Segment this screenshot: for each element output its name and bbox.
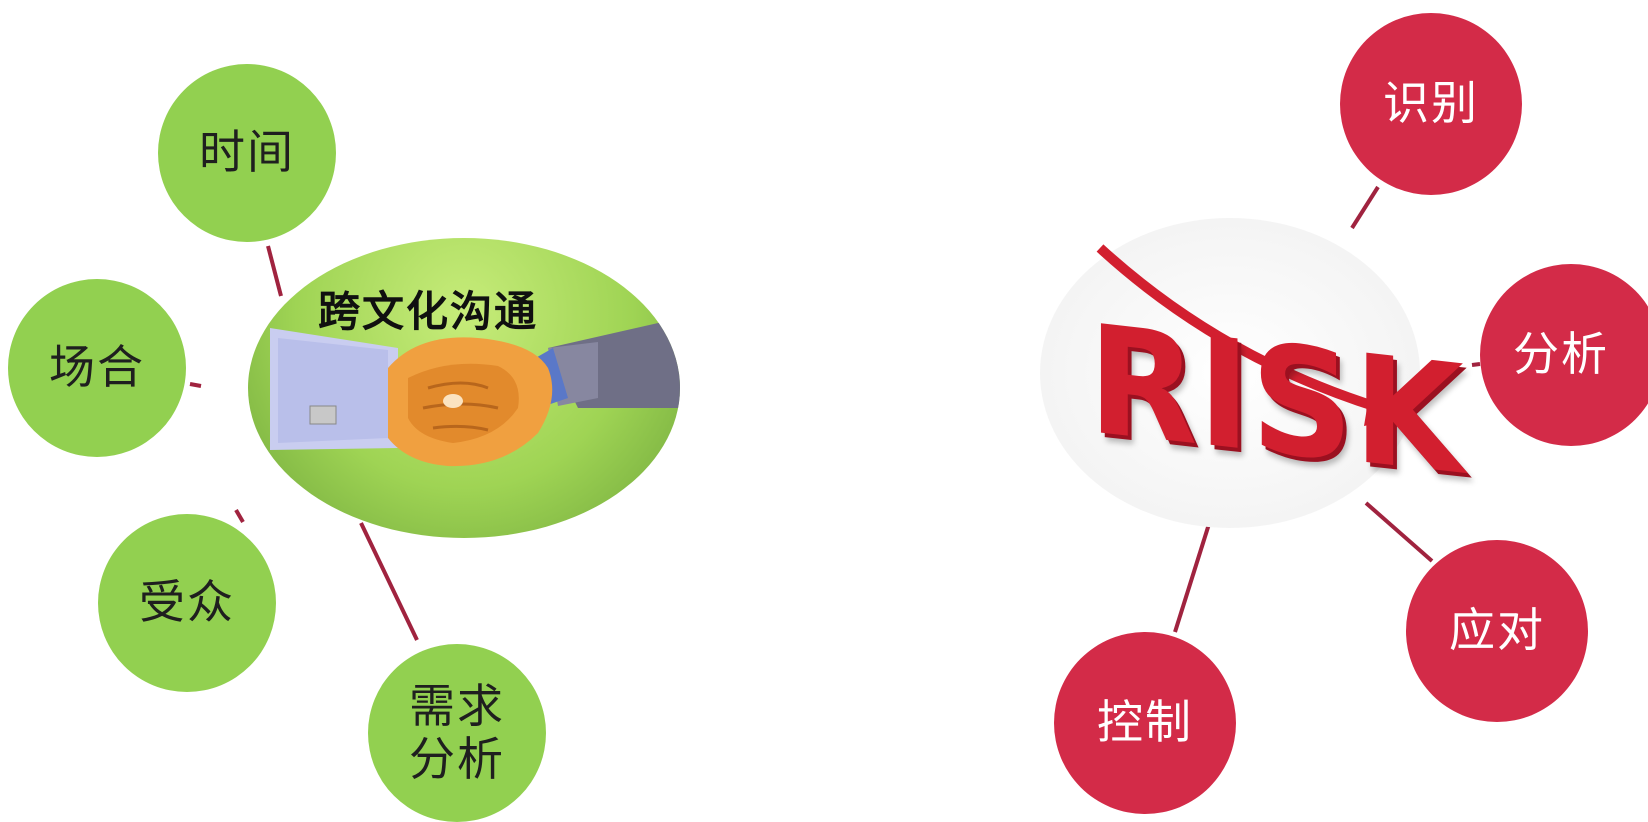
node-analyze-label: 分析 bbox=[1513, 327, 1609, 382]
node-audience: 受众 bbox=[98, 514, 276, 692]
node-identify-label: 识别 bbox=[1383, 76, 1479, 131]
node-identify: 识别 bbox=[1340, 13, 1522, 195]
downward-arrow-icon bbox=[1096, 244, 1412, 426]
node-control: 控制 bbox=[1054, 632, 1236, 814]
node-needs-line-2: 分析 bbox=[409, 732, 505, 786]
node-time-label: 时间 bbox=[199, 125, 295, 180]
node-occasion: 场合 bbox=[8, 279, 186, 457]
risk-word-text: RISK bbox=[1087, 293, 1464, 509]
connector-analyze bbox=[1471, 362, 1481, 367]
node-respond: 应对 bbox=[1406, 540, 1588, 722]
handshake-image bbox=[270, 318, 680, 467]
connector-identify bbox=[1350, 185, 1380, 230]
connector-respond bbox=[1364, 501, 1434, 563]
connector-control bbox=[1173, 523, 1211, 633]
hub-title: 跨文化沟通 bbox=[318, 287, 539, 336]
node-needs-analysis: 需求 分析 bbox=[368, 644, 546, 822]
node-time: 时间 bbox=[158, 64, 336, 242]
node-respond-label: 应对 bbox=[1449, 603, 1545, 658]
connector-needs bbox=[359, 522, 419, 641]
node-control-label: 控制 bbox=[1097, 695, 1193, 750]
hub-cross-cultural-communication: 跨文化沟通 bbox=[248, 238, 680, 538]
node-occasion-label: 场合 bbox=[49, 340, 145, 395]
node-needs-analysis-label: 需求 分析 bbox=[409, 680, 505, 786]
risk-letters: RISK bbox=[1078, 293, 1474, 509]
node-audience-label: 受众 bbox=[139, 575, 235, 630]
connector-time bbox=[266, 245, 283, 297]
node-analyze: 分析 bbox=[1480, 264, 1648, 446]
connector-occasion bbox=[189, 382, 202, 388]
connector-audience bbox=[234, 508, 245, 524]
node-needs-line-1: 需求 bbox=[409, 679, 505, 734]
hub-risk: RISK bbox=[1040, 218, 1464, 528]
